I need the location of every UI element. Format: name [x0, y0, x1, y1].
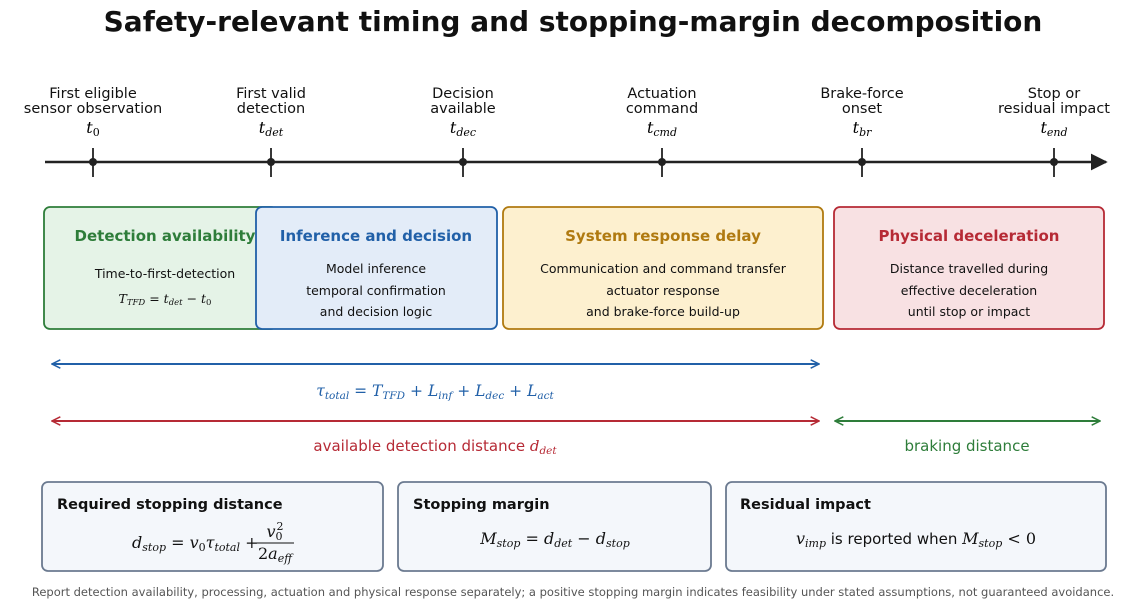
event-symbol: tdec: [450, 118, 476, 139]
stage-text-line: effective deceleration: [901, 283, 1037, 298]
svg-text:v02: v02: [266, 520, 283, 543]
total-delay-label: τtotal = TTFD + Linf + Ldec + Lact: [316, 382, 554, 402]
stage-text-line: and decision logic: [320, 304, 433, 319]
event-t-dec: Decision available tdec: [430, 86, 496, 177]
event-label-line: Decision: [432, 86, 494, 102]
bottom-box-title: Stopping margin: [413, 497, 550, 513]
event-dot: [267, 158, 275, 166]
stage-formula: TTFD = tdet − t0: [119, 291, 212, 308]
event-label-line: detection: [237, 101, 305, 117]
event-symbol: tdet: [259, 118, 284, 139]
event-dot: [658, 158, 666, 166]
stage-system-response-delay: System response delay Communication and …: [502, 206, 824, 330]
svg-text:2aeff: 2aeff: [258, 544, 294, 565]
stage-detection-availability: Detection availability Time-to-first-det…: [43, 206, 278, 330]
event-dot: [858, 158, 866, 166]
bottom-box: [725, 481, 1107, 572]
event-label-line: residual impact: [998, 101, 1110, 117]
event-label-line: First valid: [236, 86, 306, 102]
box-required-stopping-distance: Required stopping distance dstop = v0τto…: [41, 481, 384, 572]
event-dot: [89, 158, 97, 166]
event-t-end: Stop or residual impact tend: [998, 86, 1110, 177]
stage-box: [255, 206, 498, 330]
event-label-line: First eligible: [49, 86, 137, 102]
stage-text-line: until stop or impact: [908, 304, 1031, 319]
stopping-distance-formula: dstop = v0τtotal + v02 2aeff: [132, 520, 294, 565]
box-residual-impact: Residual impact vimp is reported when Ms…: [725, 481, 1107, 572]
event-label-line: available: [430, 101, 496, 117]
event-label-line: Stop or: [1028, 86, 1080, 102]
stage-text-line: Model inference: [326, 261, 426, 276]
detection-distance-label: available detection distance ddet: [313, 437, 557, 457]
event-symbol: t0: [86, 118, 99, 139]
event-t-cmd: Actuation command tcmd: [626, 86, 698, 177]
event-label-line: sensor observation: [24, 101, 162, 117]
event-symbol: tcmd: [647, 118, 677, 139]
event-symbol: tbr: [853, 118, 872, 139]
bottom-box-title: Residual impact: [740, 497, 871, 513]
residual-impact-formula: vimp is reported when Mstop < 0: [796, 529, 1036, 550]
stage-title: System response delay: [565, 227, 761, 245]
event-t-det: First valid detection tdet: [236, 86, 306, 177]
event-dot: [459, 158, 467, 166]
stage-inference-decision: Inference and decision Model inference t…: [255, 206, 498, 330]
event-label-line: Brake-force: [820, 86, 903, 102]
stage-title: Inference and decision: [280, 227, 472, 245]
bottom-box: [41, 481, 384, 572]
stage-text-line: Time-to-first-detection: [94, 266, 235, 281]
event-label-line: Actuation: [627, 86, 696, 102]
stage-text-line: temporal confirmation: [306, 283, 446, 298]
svg-text:dstop = v0τtotal +: dstop = v0τtotal +: [132, 533, 259, 554]
event-t-br: Brake-force onset tbr: [820, 86, 904, 177]
footnote: Report detection availability, processin…: [32, 585, 1114, 599]
stage-text-line: and brake-force build-up: [586, 304, 740, 319]
box-stopping-margin: Stopping margin Mstop = ddet − dstop: [397, 481, 712, 572]
stage-title: Detection availability: [75, 227, 256, 245]
diagram-title: Safety-relevant timing and stopping-marg…: [104, 5, 1043, 38]
braking-distance-label: braking distance: [904, 437, 1029, 455]
stopping-margin-formula: Mstop = ddet − dstop: [479, 529, 630, 550]
stage-text-line: Communication and command transfer: [540, 261, 787, 276]
stage-box: [502, 206, 824, 330]
bottom-box-title: Required stopping distance: [57, 497, 283, 513]
stage-text-line: actuator response: [606, 283, 720, 298]
stage-text-line: Distance travelled during: [890, 261, 1048, 276]
stage-title: Physical deceleration: [878, 227, 1059, 245]
stage-physical-deceleration: Physical deceleration Distance travelled…: [833, 206, 1105, 330]
event-label-line: onset: [842, 101, 883, 117]
event-label-line: command: [626, 101, 698, 117]
event-symbol: tend: [1040, 118, 1067, 139]
stage-box: [833, 206, 1105, 330]
event-t0: First eligible sensor observation t0: [24, 86, 162, 177]
bottom-box: [397, 481, 712, 572]
event-dot: [1050, 158, 1058, 166]
